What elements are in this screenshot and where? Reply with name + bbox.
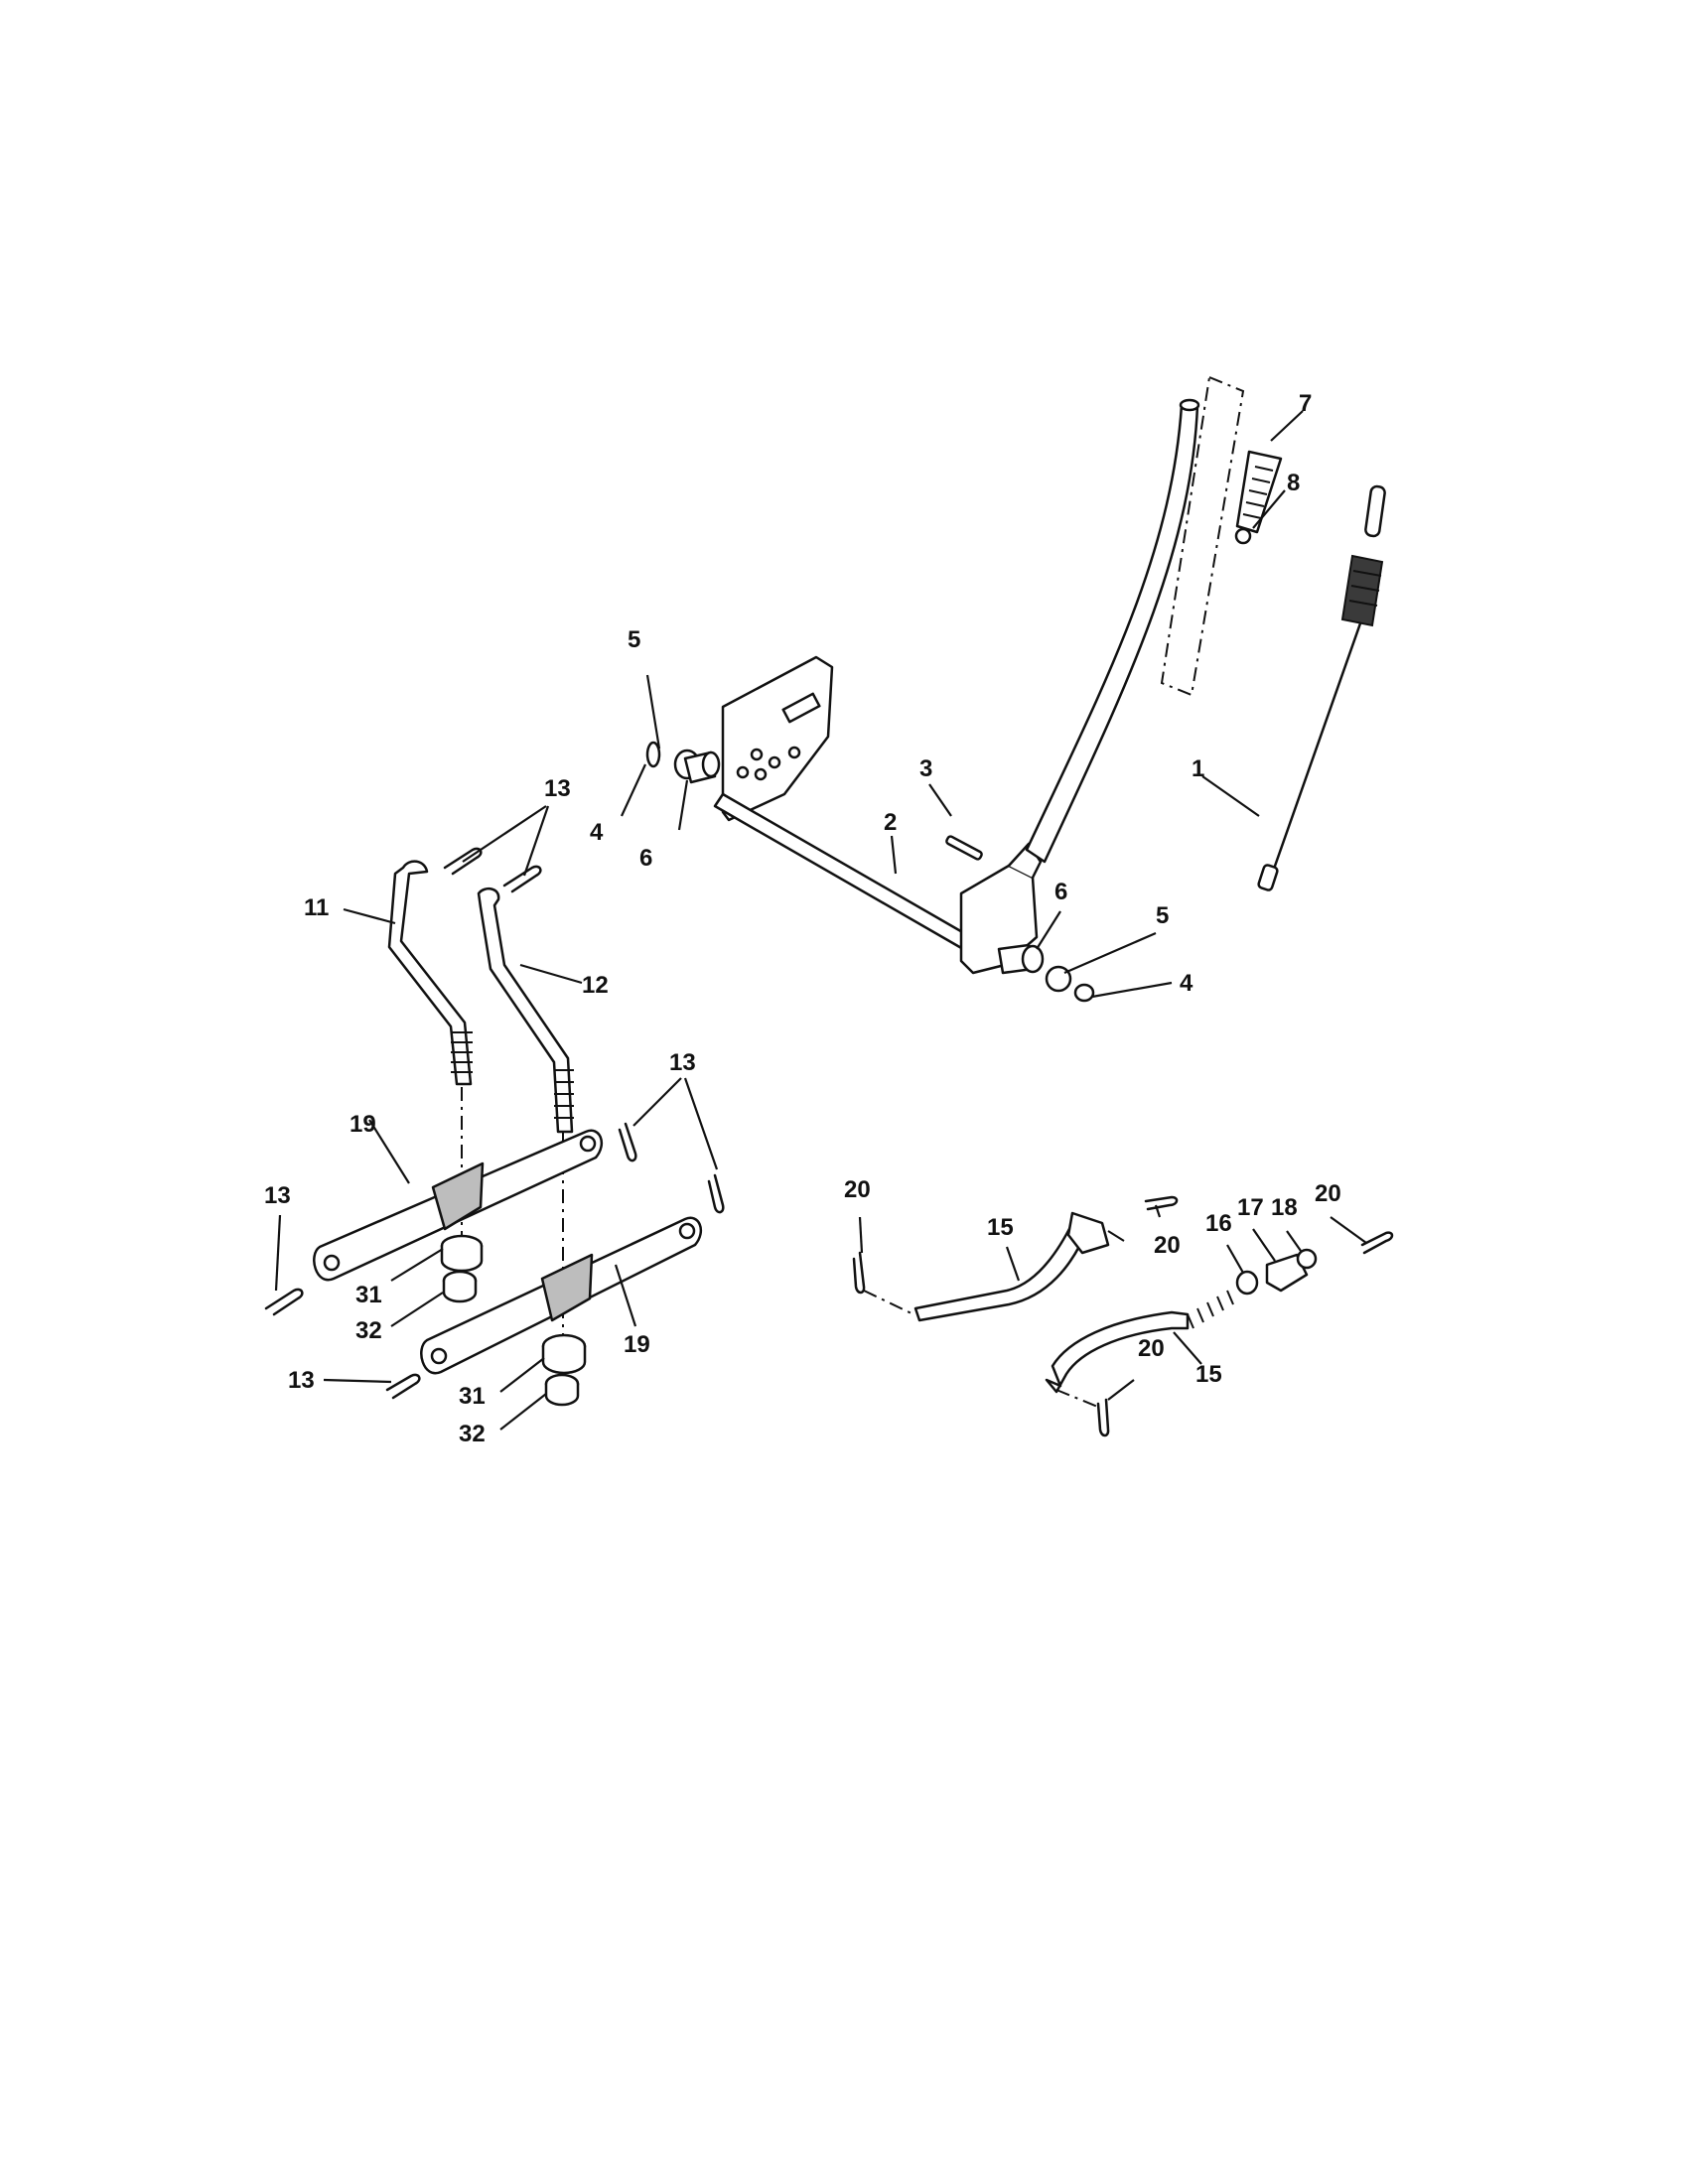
callout-19-upper: 19 <box>350 1111 376 1138</box>
lift-handle <box>1025 403 1199 864</box>
release-rod <box>1257 484 1386 891</box>
retainer-clip <box>645 741 661 768</box>
plate-hole <box>736 765 750 779</box>
callout-4-left: 4 <box>590 819 604 846</box>
callout-11: 11 <box>304 894 329 921</box>
callout-20-a: 20 <box>844 1176 871 1203</box>
plate-hole <box>768 755 781 769</box>
cotter-pin <box>852 1251 866 1295</box>
handle-grip <box>1235 450 1283 534</box>
callout-3: 3 <box>919 755 932 782</box>
lift-link-11 <box>387 860 473 1086</box>
spacer-nut-lower <box>541 1333 587 1407</box>
spacer-nut-upper <box>440 1234 484 1303</box>
hairpin-clip <box>502 865 542 893</box>
callout-13-bottom: 13 <box>288 1367 315 1394</box>
callout-12: 12 <box>582 972 609 999</box>
leader-lines <box>274 410 1367 1431</box>
hairpin-clip <box>707 1173 725 1214</box>
cotter-pin <box>1144 1195 1179 1211</box>
handle-tip <box>1179 398 1200 412</box>
callout-5-left: 5 <box>628 626 640 653</box>
push-button <box>1234 527 1252 545</box>
right-bushing-set <box>997 943 1095 1003</box>
assembly-line <box>1055 1389 1101 1409</box>
hairpin-clip <box>264 1288 304 1316</box>
cotter-pin <box>1096 1398 1110 1437</box>
hairpin-clip <box>618 1122 637 1162</box>
callout-31-lower: 31 <box>459 1383 486 1410</box>
callout-20-c: 20 <box>1315 1180 1341 1207</box>
mounting-plate <box>721 655 834 822</box>
callout-16: 16 <box>1205 1210 1232 1237</box>
retainer-clip <box>1073 983 1095 1003</box>
callout-32-upper: 32 <box>355 1317 382 1344</box>
callout-2: 2 <box>884 809 897 836</box>
callout-32-lower: 32 <box>459 1421 486 1447</box>
cotter-pin <box>1360 1231 1394 1255</box>
callout-13-left: 13 <box>264 1182 291 1209</box>
plate-hole <box>787 746 801 759</box>
callout-17: 17 <box>1237 1194 1264 1221</box>
left-bushing-set <box>645 741 721 784</box>
callout-6-right: 6 <box>1054 879 1067 905</box>
assembly-line <box>863 1290 914 1315</box>
washer <box>1045 965 1072 993</box>
lift-shaft-assembly <box>713 375 1245 975</box>
nut <box>1235 1270 1259 1296</box>
callout-4-right: 4 <box>1180 970 1193 997</box>
lift-arm-upper <box>313 1129 604 1282</box>
callout-13-top: 13 <box>544 775 571 802</box>
plate-hole <box>754 767 768 781</box>
callout-18: 18 <box>1271 1194 1298 1221</box>
callout-20-b: 20 <box>1154 1232 1181 1259</box>
callout-20-d: 20 <box>1138 1335 1165 1362</box>
plate-slot <box>781 692 821 724</box>
bushing <box>1296 1248 1318 1270</box>
lift-link-12 <box>477 887 574 1134</box>
callout-labels: 1 2 3 4 4 5 5 6 6 7 8 11 12 13 13 13 13 … <box>264 390 1341 1447</box>
bushing-face <box>1021 944 1045 974</box>
callout-6-left: 6 <box>639 845 652 872</box>
callout-15-upper: 15 <box>987 1214 1014 1241</box>
callout-31-upper: 31 <box>355 1282 382 1308</box>
callout-5-right: 5 <box>1156 902 1169 929</box>
pin <box>945 835 983 861</box>
lift-shaft <box>713 792 973 951</box>
lift-arm-lower <box>420 1216 703 1375</box>
callout-15-lower: 15 <box>1195 1361 1222 1388</box>
trunnion-block <box>1265 1253 1309 1293</box>
hairpin-clip <box>385 1373 421 1400</box>
front-link-lower <box>1045 1290 1234 1394</box>
callout-19-lower: 19 <box>624 1331 650 1358</box>
callout-13-right: 13 <box>669 1049 696 1076</box>
callout-1: 1 <box>1192 755 1204 782</box>
front-link-upper <box>913 1211 1125 1322</box>
callout-7: 7 <box>1299 390 1312 417</box>
plate-hole <box>750 748 764 761</box>
callout-8: 8 <box>1287 470 1300 496</box>
